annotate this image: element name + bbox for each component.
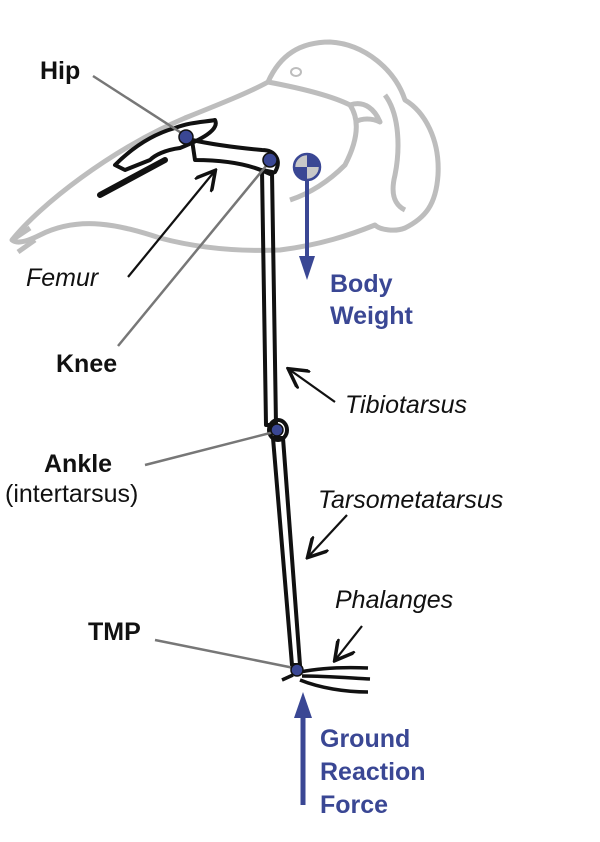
label-phalanges: Phalanges: [335, 586, 454, 614]
label-tmp: TMP: [88, 618, 141, 646]
pelvis: [113, 118, 218, 172]
tibiotarsus-bone: [260, 168, 278, 427]
label-grf-1: Ground: [320, 725, 411, 753]
pointer-arrows: [127, 172, 363, 659]
label-tarsometatarsus: Tarsometatarsus: [318, 486, 504, 514]
label-grf-3: Force: [320, 791, 389, 819]
leg-bones: [97, 118, 371, 694]
label-knee: Knee: [56, 350, 118, 378]
label-grf-2: Reaction: [320, 758, 426, 786]
center-of-mass-icon: [292, 152, 322, 182]
label-femur: Femur: [26, 264, 99, 292]
tarsometatarsus-bone: [271, 436, 302, 667]
knee-joint: [262, 152, 278, 168]
label-body-weight-2: Weight: [330, 302, 413, 330]
phalanges-bone: [281, 665, 371, 694]
ground-reaction-arrow: [294, 692, 312, 805]
tmp-joint: [290, 663, 304, 677]
label-ankle-sub: (intertarsus): [5, 480, 139, 508]
body-weight-arrow: [299, 180, 315, 280]
label-ankle: Ankle: [44, 450, 113, 478]
ankle-joint: [270, 423, 284, 437]
bird-body-outline: [9, 39, 441, 255]
label-tibiotarsus: Tibiotarsus: [345, 391, 468, 419]
joints: [178, 129, 304, 677]
hip-joint: [178, 129, 194, 145]
label-hip: Hip: [40, 57, 81, 85]
leader-lines: [92, 74, 295, 670]
label-body-weight-1: Body: [330, 270, 393, 298]
